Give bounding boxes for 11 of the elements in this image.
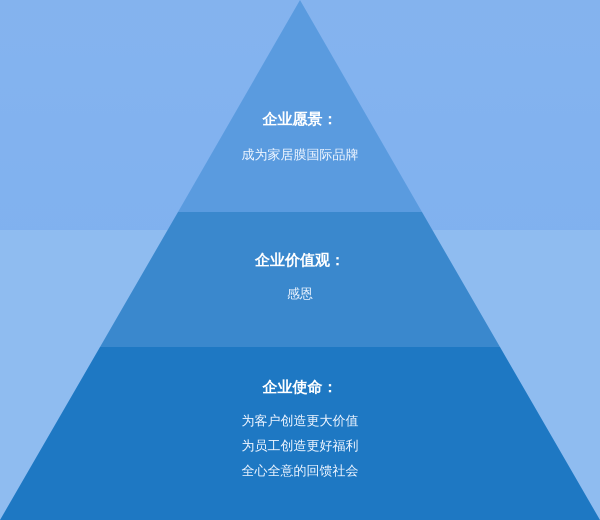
tier-text: 全心全意的回馈社会 — [242, 462, 358, 480]
tier-heading: 企业愿景： — [262, 110, 338, 130]
pyramid-top-triangle — [178, 0, 422, 212]
tier-heading: 企业使命： — [262, 378, 338, 398]
tier-text: 感恩 — [287, 285, 313, 303]
tier-heading: 企业价值观： — [255, 251, 345, 271]
tier-text: 成为家居膜国际品牌 — [242, 146, 358, 164]
tier-text: 为员工创造更好福利 — [242, 437, 358, 455]
pyramid-tier — [100, 212, 500, 347]
tier-text: 为客户创造更大价值 — [242, 412, 358, 430]
pyramid-tier — [0, 347, 600, 520]
